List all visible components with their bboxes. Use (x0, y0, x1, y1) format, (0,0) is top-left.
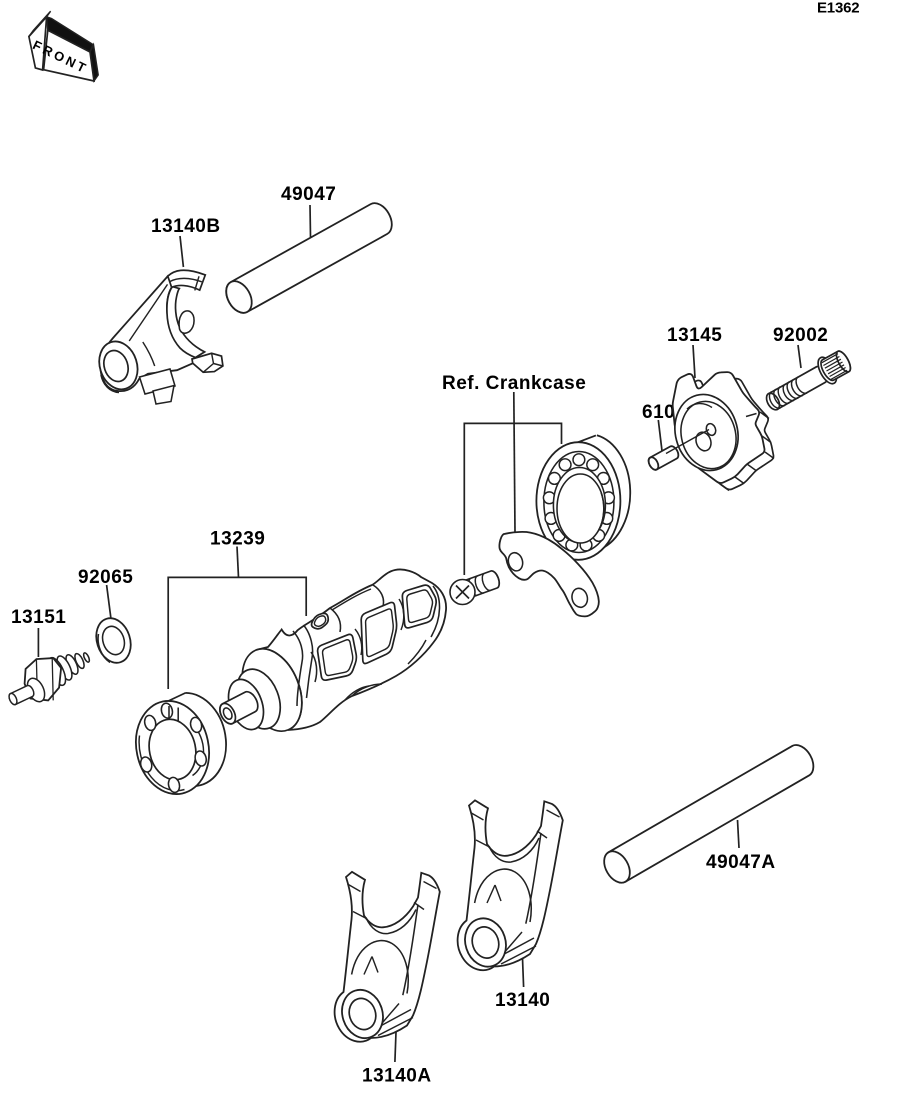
svg-text:13239: 13239 (210, 529, 265, 550)
svg-text:13151: 13151 (11, 607, 66, 628)
svg-text:13140B: 13140B (151, 216, 221, 237)
svg-text:E1362: E1362 (817, 0, 859, 17)
svg-text:92002: 92002 (773, 325, 828, 346)
svg-text:92065: 92065 (78, 567, 133, 588)
svg-text:49047A: 49047A (706, 852, 776, 873)
svg-text:13145: 13145 (667, 325, 722, 346)
svg-text:13140A: 13140A (362, 1066, 432, 1087)
svg-text:13140: 13140 (495, 990, 550, 1011)
svg-text:610: 610 (642, 402, 675, 423)
svg-text:49047: 49047 (281, 184, 336, 205)
svg-text:Ref. Crankcase: Ref. Crankcase (442, 373, 586, 394)
